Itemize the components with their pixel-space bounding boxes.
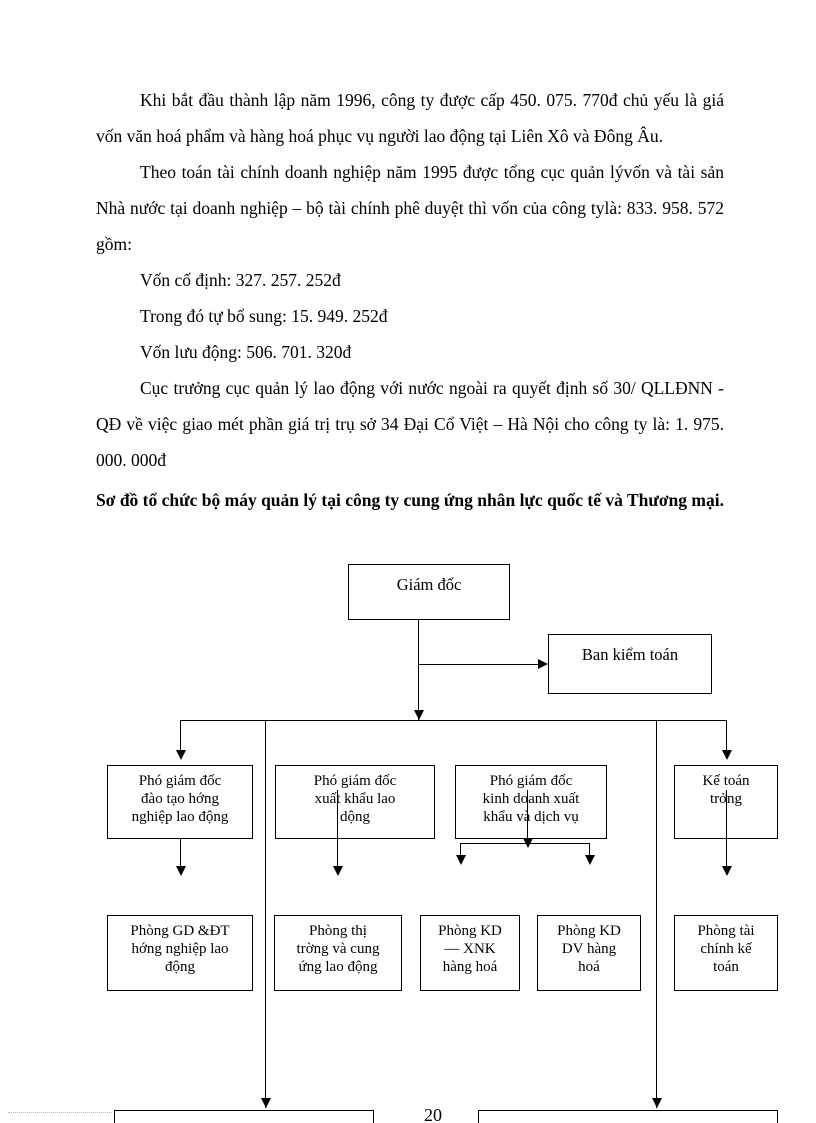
- node-director-label: Giám đốc: [396, 575, 462, 594]
- list-line-1: Vốn cố định: 327. 257. 252đ: [140, 270, 341, 290]
- arrow-to-clipped-box-right: [652, 1098, 662, 1108]
- arrow-director-to-bus: [414, 710, 424, 720]
- arrow-to-chief-accountant: [722, 750, 732, 760]
- node-dept-finance-label: Phòng tài chính kế toán: [697, 923, 755, 975]
- node-dept-kd-dv-label: Phòng KD DV hàng hoá: [557, 923, 621, 975]
- arrow-to-clipped-box-left: [261, 1098, 271, 1108]
- node-dept-gd-dt: Phòng GD &ĐT hớng nghiệp lao động: [107, 915, 253, 991]
- rail-column-left: [265, 720, 266, 1108]
- list-line-3: Vốn lưu động: 506. 701. 320đ: [140, 342, 352, 362]
- edge-drop-deputy-4: [726, 720, 727, 750]
- paragraph-1: Khi bắt đầu thành lập năm 1996, công ty …: [96, 90, 724, 146]
- arrow-to-audit-board: [538, 659, 548, 669]
- edge-deputy3-split-bus: [460, 843, 590, 844]
- node-deputy-business: Phó giám đốc kinh doanh xuất khẩu và dịc…: [455, 765, 607, 839]
- arrow-to-dept-2: [333, 866, 343, 876]
- edge-deputy2-to-dept2: [337, 790, 338, 872]
- node-deputy-training-label: Phó giám đốc đào tạo hớng nghiệp lao độn…: [131, 773, 229, 825]
- node-chief-accountant-label: Kế toán trởng: [702, 773, 750, 807]
- node-dept-kd-xnk: Phòng KD — XNK hàng hoá: [420, 915, 520, 991]
- edge-director-to-audit: [418, 664, 540, 665]
- node-dept-gd-dt-label: Phòng GD &ĐT hớng nghiệp lao động: [130, 923, 230, 975]
- edge-director-stem: [418, 620, 419, 720]
- arrow-to-dept-1: [176, 866, 186, 876]
- paragraph-2: Theo toán tài chính doanh nghiệp năm 199…: [96, 162, 724, 254]
- list-line-2: Trong đó tự bổ sung: 15. 949. 252đ: [140, 306, 388, 326]
- edge-deputy1-to-dept1: [180, 839, 181, 873]
- edge-drop-dept3: [460, 843, 461, 859]
- node-deputy-labor-export-label: Phó giám đốc xuất khẩu lao dộng: [313, 773, 397, 825]
- paragraph-3: Cục trưởng cục quản lý lao động với nước…: [96, 378, 724, 470]
- edge-deputy3-stem: [527, 790, 528, 844]
- chart-title: Sơ đồ tổ chức bộ máy quản lý tại công ty…: [96, 490, 724, 510]
- edge-deputy-bus: [180, 720, 726, 721]
- arrow-to-dept-3: [456, 855, 466, 865]
- footer-dotted-rule: [8, 1112, 112, 1113]
- node-chief-accountant: Kế toán trởng: [674, 765, 778, 839]
- rail-column-right: [656, 720, 657, 1108]
- page-number: 20: [424, 1105, 442, 1123]
- node-clipped-right: [478, 1110, 778, 1123]
- node-deputy-training: Phó giám đốc đào tạo hớng nghiệp lao độn…: [107, 765, 253, 839]
- arrow-to-deputy-1: [176, 750, 186, 760]
- node-director: Giám đốc: [348, 564, 510, 620]
- arrow-to-dept-5: [722, 866, 732, 876]
- arrow-to-dept-4: [585, 855, 595, 865]
- node-audit-board: Ban kiểm toán: [548, 634, 712, 694]
- node-dept-kd-xnk-label: Phòng KD — XNK hàng hoá: [438, 923, 502, 975]
- node-audit-board-label: Ban kiểm toán: [581, 645, 679, 664]
- node-dept-market-label: Phòng thị trờng và cung ứng lao động: [296, 923, 380, 975]
- node-clipped-left: [114, 1110, 374, 1123]
- node-deputy-business-label: Phó giám đốc kinh doanh xuất khẩu và dịc…: [482, 773, 580, 825]
- body-text-block: Khi bắt đầu thành lập năm 1996, công ty …: [96, 82, 724, 517]
- node-dept-finance: Phòng tài chính kế toán: [674, 915, 778, 991]
- edge-drop-dept4: [589, 843, 590, 859]
- node-dept-kd-dv: Phòng KD DV hàng hoá: [537, 915, 641, 991]
- edge-drop-deputy-1: [180, 720, 181, 750]
- node-deputy-labor-export: Phó giám đốc xuất khẩu lao dộng: [275, 765, 435, 839]
- node-dept-market: Phòng thị trờng và cung ứng lao động: [274, 915, 402, 991]
- edge-chief-to-dept5: [726, 790, 727, 870]
